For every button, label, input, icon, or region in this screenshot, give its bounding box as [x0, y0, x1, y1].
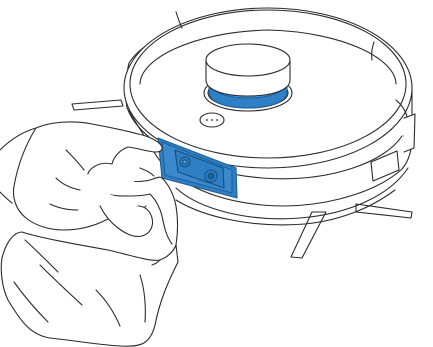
power-button-icon: [200, 113, 224, 127]
robot-vacuum-icon: [124, 8, 415, 225]
side-brush-back-icon: [291, 212, 326, 258]
hand-icon: [0, 122, 178, 245]
side-brush-right-icon: [356, 204, 412, 218]
side-brush-left-icon: [72, 100, 123, 110]
cleaning-cloth-icon: [1, 232, 178, 346]
lidar-turret-icon: [204, 44, 292, 111]
